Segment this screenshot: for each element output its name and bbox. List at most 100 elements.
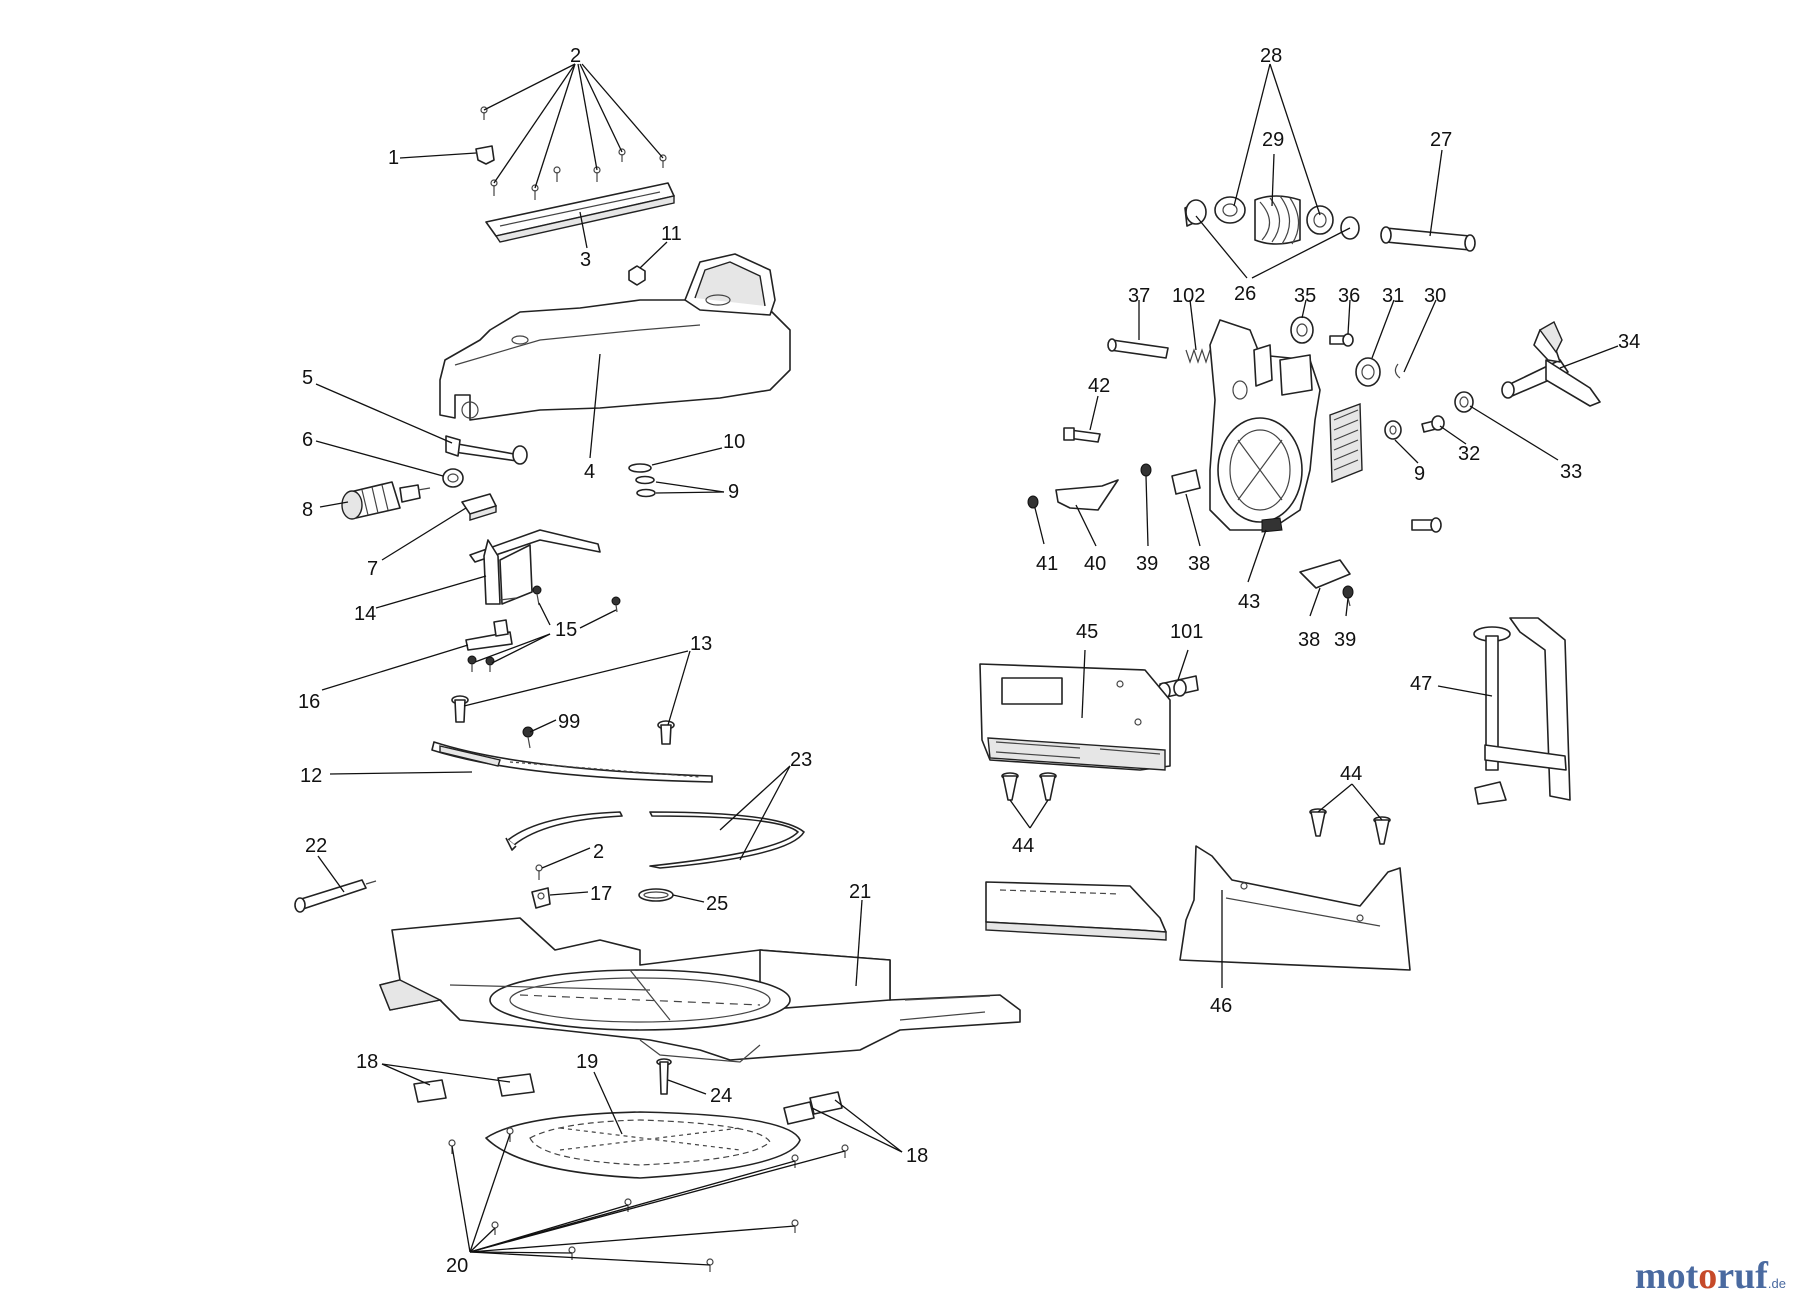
motoruf-watermark: motoruf.de [1635, 1254, 1786, 1298]
part-16-bracket [465, 619, 513, 651]
label-27: 27 [1430, 129, 1452, 151]
part-24-bolt [656, 1058, 672, 1095]
label-28: 28 [1260, 45, 1282, 67]
label-38-upper: 38 [1188, 553, 1210, 575]
label-99: 99 [558, 711, 580, 733]
label-39-lower: 39 [1334, 629, 1356, 651]
label-3: 3 [580, 249, 591, 271]
brand-part-2: o [1698, 1255, 1718, 1297]
part-45-fence [979, 663, 1171, 771]
label-29: 29 [1262, 129, 1284, 151]
label-102: 102 [1172, 285, 1205, 307]
label-2-top: 2 [570, 45, 581, 67]
part-32-screw [1421, 415, 1445, 433]
part-25-ring [638, 888, 674, 902]
label-11: 11 [661, 223, 682, 245]
label-36: 36 [1338, 285, 1360, 307]
label-101: 101 [1170, 621, 1203, 643]
label-37: 37 [1128, 285, 1150, 307]
label-9-right: 9 [1414, 463, 1425, 485]
part-2-screws [480, 106, 667, 200]
part-23-rings [505, 811, 805, 869]
part-9-washers [635, 475, 656, 498]
part-35-bushing [1290, 316, 1314, 344]
label-39-upper: 39 [1136, 553, 1158, 575]
label-25: 25 [706, 893, 728, 915]
part-17-clamp [531, 887, 551, 909]
part-13-bolts [451, 695, 675, 745]
part-7-bracket [461, 493, 497, 521]
part-21-base [379, 917, 1021, 1063]
part-36-screw [1329, 333, 1354, 347]
label-12: 12 [300, 765, 322, 787]
part-30-clip [1394, 363, 1401, 379]
label-23: 23 [790, 749, 812, 771]
label-43: 43 [1238, 591, 1260, 613]
part-14-bracket [469, 529, 601, 605]
label-47: 47 [1410, 673, 1432, 695]
label-18-left: 18 [356, 1051, 378, 1073]
spring-assembly [1184, 195, 1360, 245]
label-45: 45 [1076, 621, 1098, 643]
label-7: 7 [367, 558, 378, 580]
label-4: 4 [584, 461, 595, 483]
label-17: 17 [590, 883, 612, 905]
part-102-spring [1185, 348, 1211, 364]
part-3-rail [485, 182, 675, 243]
label-34: 34 [1618, 331, 1640, 353]
part-99-screw [522, 726, 534, 749]
label-30: 30 [1424, 285, 1446, 307]
part-40-latch [1055, 479, 1119, 511]
label-40: 40 [1084, 553, 1106, 575]
label-44-left: 44 [1012, 835, 1034, 857]
part-42-bolt [1063, 427, 1101, 443]
part-12-scale [431, 741, 713, 783]
part-43-bevel-bracket [1209, 319, 1363, 533]
part-18-clips-left [413, 1073, 535, 1103]
upper-blade-guard [439, 253, 791, 421]
part-6-bushing [442, 468, 464, 488]
label-18-right: 18 [906, 1145, 928, 1167]
part-19-plate [485, 1111, 801, 1179]
part-8-knob [341, 481, 431, 520]
label-38-lower: 38 [1298, 629, 1320, 651]
part-39-screw-upper [1140, 463, 1152, 477]
label-24: 24 [710, 1085, 732, 1107]
label-13: 13 [690, 633, 712, 655]
leader-lines [315, 63, 1619, 1266]
part-10-washer [628, 463, 652, 473]
part-46-fence [985, 845, 1411, 971]
label-14: 14 [354, 603, 376, 625]
label-35: 35 [1294, 285, 1316, 307]
label-22: 22 [305, 835, 327, 857]
label-8: 8 [302, 499, 313, 521]
label-46: 46 [1210, 995, 1232, 1017]
part-18-clips-right [783, 1091, 843, 1125]
label-32: 32 [1458, 443, 1480, 465]
part-33-washer [1454, 391, 1474, 413]
label-20: 20 [446, 1255, 468, 1277]
part-38-bracket-lower [1299, 559, 1351, 589]
label-42: 42 [1088, 375, 1110, 397]
label-21: 21 [849, 881, 871, 903]
label-1: 1 [388, 147, 399, 169]
label-10: 10 [723, 431, 745, 453]
callout-labels: 2 1 3 11 4 5 6 8 7 10 9 14 15 16 13 99 1… [298, 45, 1640, 1277]
part-34-handle [1501, 321, 1601, 407]
label-31: 31 [1382, 285, 1404, 307]
part-27-pin [1380, 226, 1476, 252]
brand-part-1: mot [1634, 1255, 1699, 1297]
label-41: 41 [1036, 553, 1058, 575]
part-5-lever [445, 435, 528, 465]
part-2-screw-lower [535, 864, 543, 880]
part-31-wheel [1355, 357, 1381, 387]
brand-tld: .de [1767, 1276, 1786, 1291]
label-9-left: 9 [728, 481, 739, 503]
part-41-nut [1027, 495, 1039, 509]
part-47-clamp [1473, 617, 1571, 805]
part-15-screws [467, 585, 621, 672]
part-11-nut [628, 265, 646, 286]
part-9-washer-right [1384, 420, 1402, 440]
label-26: 26 [1234, 283, 1256, 305]
